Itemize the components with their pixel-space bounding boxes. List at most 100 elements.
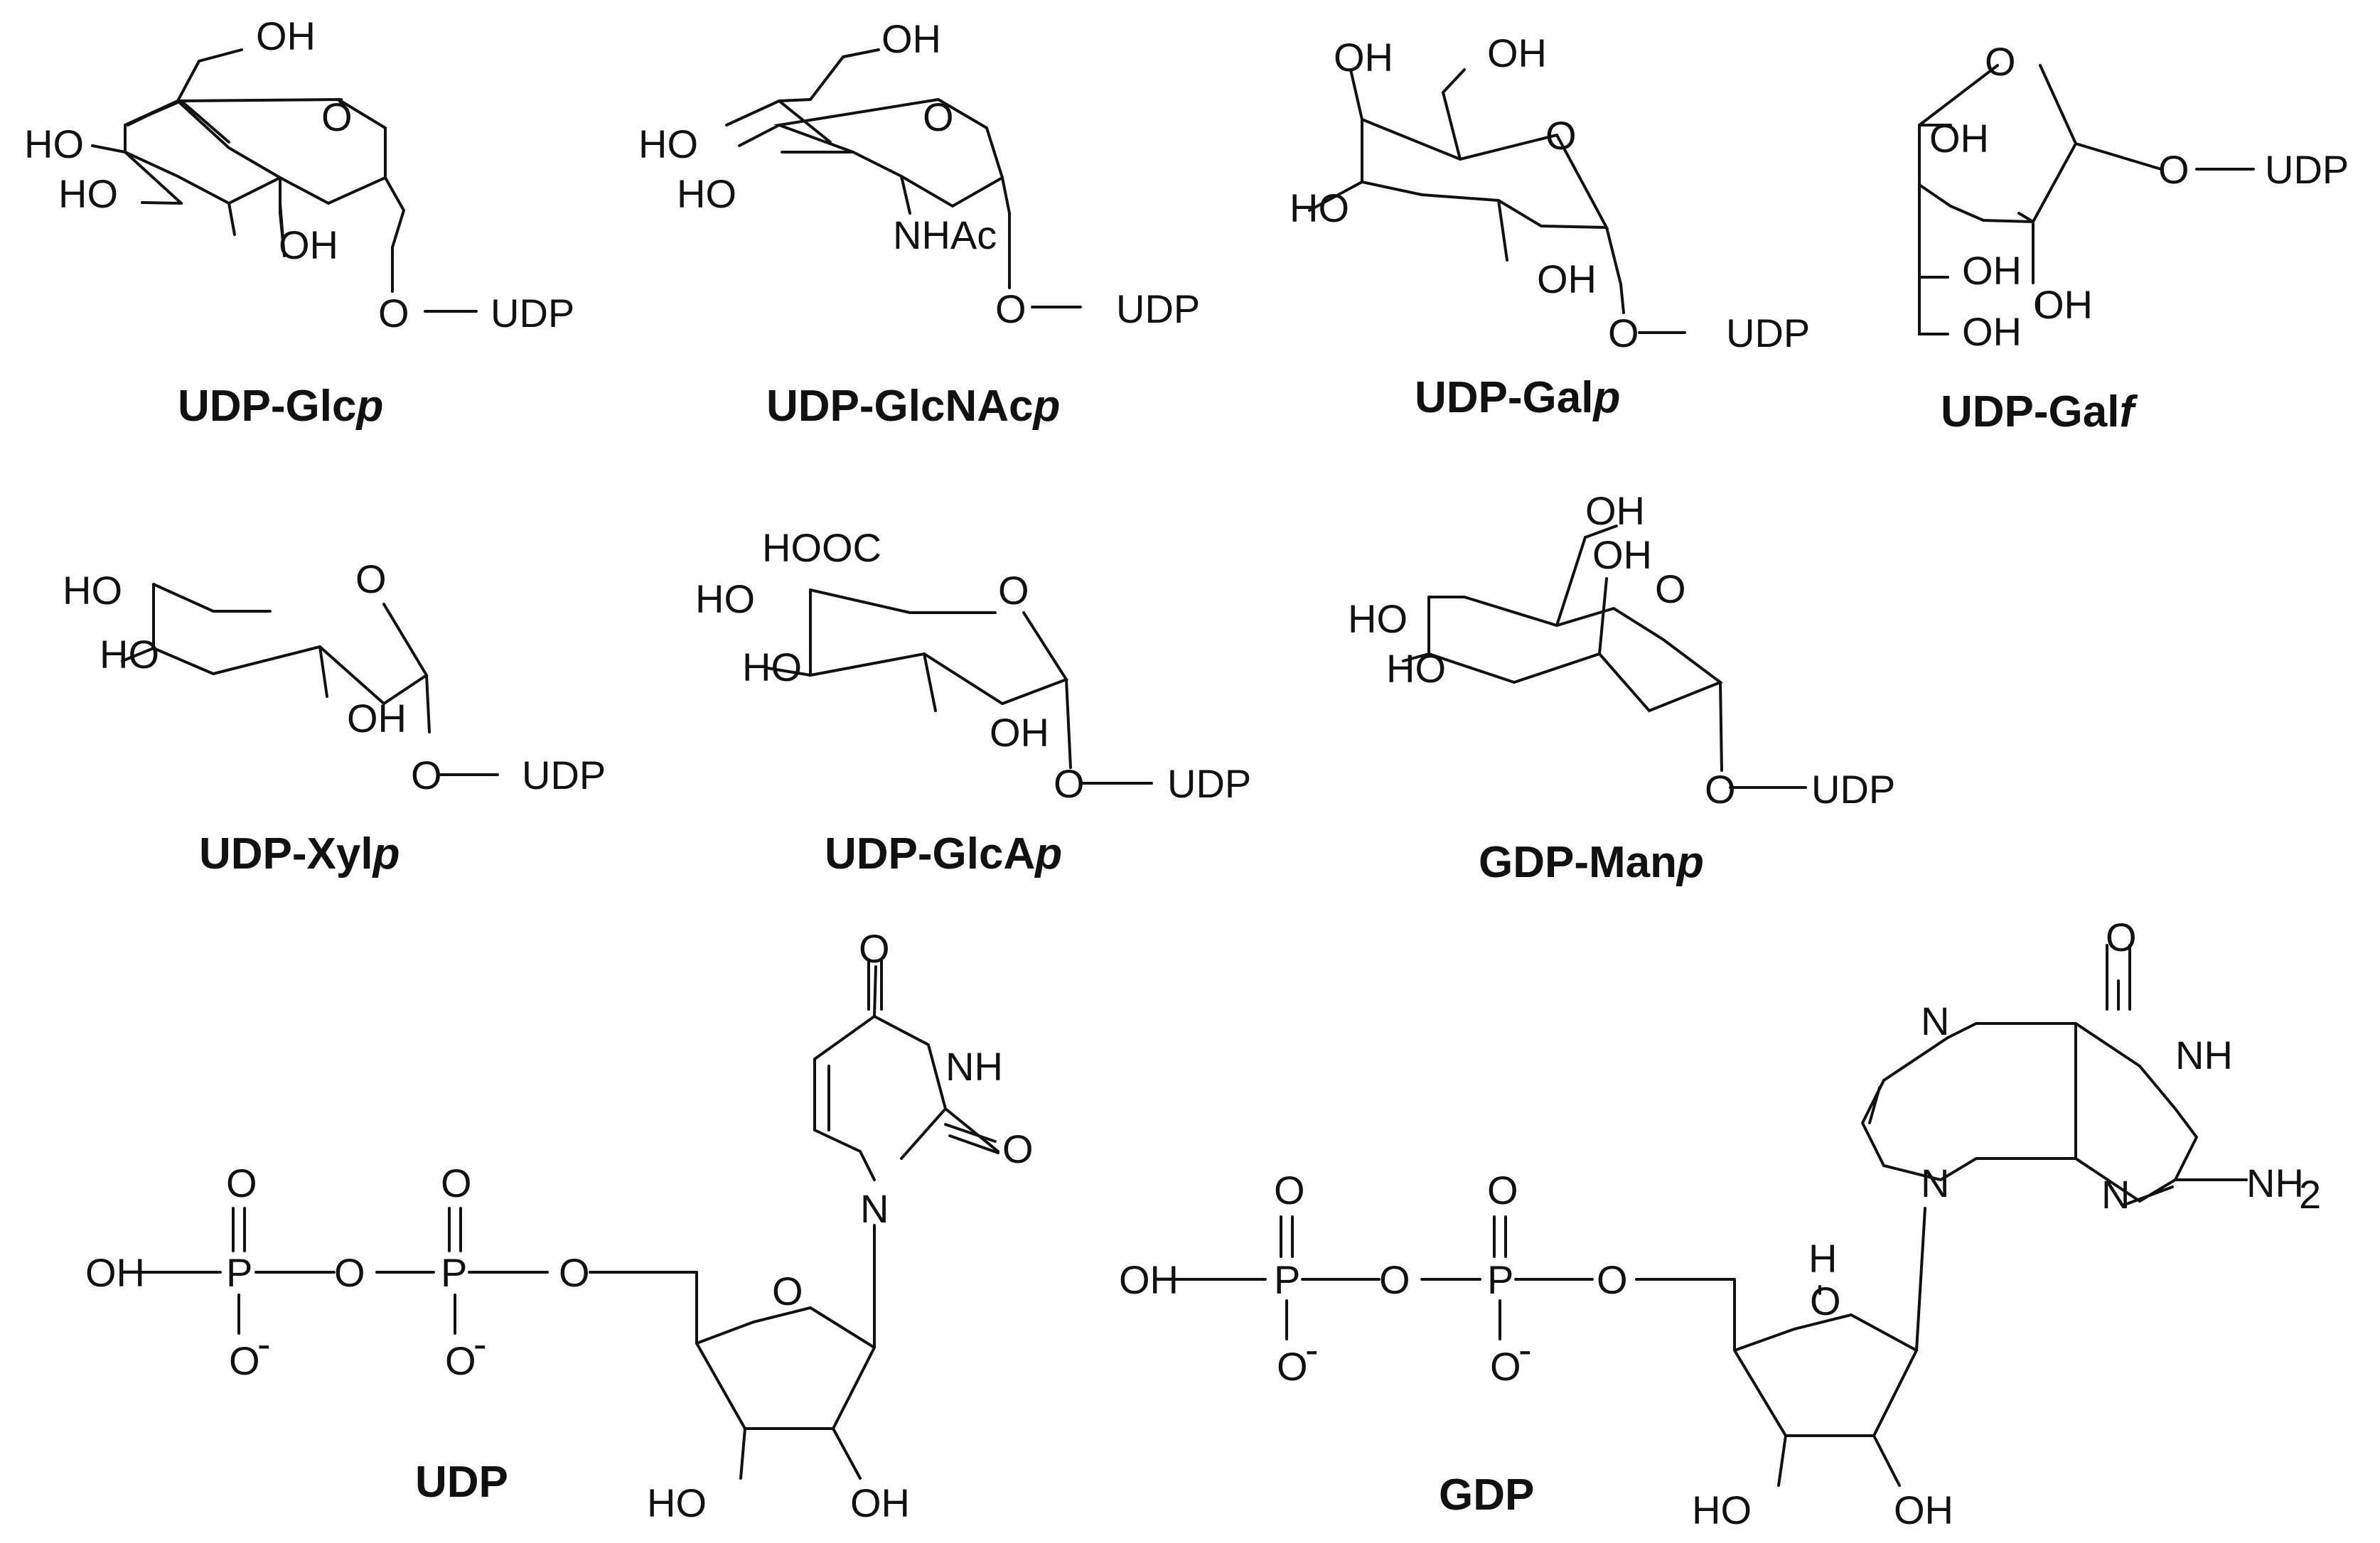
svg-text:HO: HO [1386, 646, 1446, 691]
svg-text:-: - [1305, 1327, 1319, 1372]
svg-text:O: O [1274, 1168, 1305, 1213]
svg-text:O: O [378, 291, 409, 335]
svg-text:P: P [1274, 1257, 1300, 1302]
svg-text:OH: OH [85, 1250, 145, 1295]
svg-text:OH: OH [1894, 1488, 1953, 1532]
svg-text:UDP: UDP [1116, 286, 1200, 331]
svg-text:O: O [1810, 1279, 1841, 1323]
gdp-manp-structure: OH OH HO HO O O UDP GDP-Manp [1348, 488, 1895, 887]
svg-text:HO: HO [24, 122, 84, 166]
svg-text:O: O [226, 1161, 257, 1205]
svg-text:O: O [1054, 761, 1085, 806]
svg-text:O: O [2106, 915, 2137, 959]
udp-glcap-structure: HOOC HO HO O OH O UDP UDP-GlcAp [695, 525, 1251, 878]
svg-text:NH: NH [945, 1044, 1003, 1089]
svg-text:2: 2 [2299, 1172, 2321, 1217]
label-udp-galf: UDP-Galf [1941, 387, 2138, 436]
svg-text:O: O [1277, 1344, 1308, 1389]
svg-text:HO: HO [1290, 186, 1349, 230]
svg-text:-: - [257, 1321, 271, 1366]
svg-text:O: O [923, 95, 954, 139]
svg-text:OH: OH [1592, 532, 1652, 577]
svg-text:OH: OH [1929, 116, 1989, 161]
svg-text:HO: HO [100, 632, 159, 677]
svg-text:HO: HO [638, 122, 698, 166]
label-udp-glcp: UDP-Glcp [178, 382, 383, 431]
svg-text:O: O [1985, 39, 2016, 84]
svg-text:N: N [2101, 1172, 2130, 1217]
udp-glcnacp-structure: OH HO HO NHAc O O UDP UDP-GlcNAcp [638, 16, 1200, 431]
svg-text:O: O [995, 286, 1026, 331]
svg-text:OH: OH [1962, 248, 2022, 293]
udp-glcp-structure: OH HO HO OH O O UDP UDP-Glcp [24, 14, 574, 431]
svg-text:HOOC: HOOC [762, 525, 881, 570]
svg-text:UDP: UDP [1167, 761, 1251, 806]
svg-text:HO: HO [647, 1480, 707, 1525]
label-gdp: GDP [1439, 1471, 1534, 1520]
svg-text:O: O [1608, 311, 1639, 355]
svg-text:OH: OH [1537, 257, 1597, 301]
svg-text:HO: HO [695, 576, 755, 621]
svg-text:O: O [998, 568, 1029, 613]
svg-text:UDP: UDP [1811, 767, 1895, 812]
svg-text:UDP: UDP [2265, 147, 2349, 192]
svg-text:-: - [473, 1321, 487, 1366]
svg-text:OH: OH [1962, 309, 2022, 354]
svg-text:O: O [441, 1161, 472, 1205]
svg-text:O: O [334, 1250, 365, 1295]
svg-text:HO: HO [742, 645, 802, 689]
label-udp-xylp: UDP-Xylp [199, 829, 400, 878]
svg-text:UDP: UDP [1726, 311, 1810, 355]
svg-text:O: O [559, 1250, 590, 1295]
label-udp-galp: UDP-Galp [1415, 373, 1620, 422]
svg-text:O: O [1545, 113, 1577, 158]
svg-text:NH: NH [2246, 1161, 2304, 1205]
svg-text:HO: HO [63, 568, 122, 613]
svg-text:O: O [1379, 1257, 1410, 1302]
svg-text:-: - [1518, 1327, 1532, 1372]
svg-text:OH: OH [1334, 35, 1393, 80]
svg-text:O: O [1705, 767, 1736, 812]
svg-text:NHAc: NHAc [893, 213, 997, 257]
label-udp-glcap: UDP-GlcAp [825, 829, 1062, 878]
svg-text:OH: OH [279, 222, 338, 267]
svg-text:OH: OH [1585, 488, 1645, 533]
svg-text:N: N [1921, 1161, 1949, 1205]
svg-text:O: O [2158, 147, 2189, 192]
svg-text:UDP: UDP [522, 753, 606, 797]
svg-text:O: O [321, 95, 353, 139]
svg-text:HO: HO [1692, 1488, 1752, 1532]
label-gdp-manp: GDP-Manp [1479, 838, 1704, 887]
svg-text:OH: OH [347, 696, 407, 741]
svg-text:N: N [1921, 999, 1949, 1043]
svg-text:OH: OH [256, 14, 316, 58]
svg-text:P: P [441, 1250, 467, 1295]
svg-text:HO: HO [58, 171, 118, 216]
svg-text:HO: HO [1348, 596, 1408, 641]
svg-text:OH: OH [881, 16, 941, 61]
svg-text:P: P [1487, 1257, 1513, 1302]
svg-text:UDP: UDP [491, 291, 574, 335]
svg-text:O: O [1490, 1344, 1521, 1389]
svg-text:O: O [355, 557, 387, 601]
svg-text:O: O [772, 1269, 803, 1313]
gdp-structure: OH P O O - O P O O - O H O N N O NH N NH… [1119, 915, 2321, 1532]
svg-text:H: H [1808, 1236, 1837, 1281]
svg-text:OH: OH [990, 710, 1049, 755]
svg-text:O: O [1597, 1257, 1628, 1302]
svg-text:P: P [226, 1250, 252, 1295]
svg-text:O: O [411, 753, 442, 797]
label-udp: UDP [415, 1458, 508, 1507]
svg-text:O: O [1487, 1168, 1518, 1213]
svg-text:O: O [229, 1338, 260, 1383]
svg-text:O: O [1655, 566, 1686, 611]
svg-text:OH: OH [850, 1480, 910, 1525]
svg-text:O: O [1002, 1127, 1034, 1171]
udp-xylp-structure: HO HO O OH O UDP UDP-Xylp [63, 557, 606, 878]
svg-text:N: N [860, 1186, 889, 1231]
udp-galp-structure: OH OH O HO OH O UDP UDP-Galp [1290, 31, 1810, 422]
svg-text:OH: OH [1487, 31, 1547, 75]
svg-text:NH: NH [2175, 1033, 2233, 1077]
svg-text:HO: HO [677, 171, 736, 216]
